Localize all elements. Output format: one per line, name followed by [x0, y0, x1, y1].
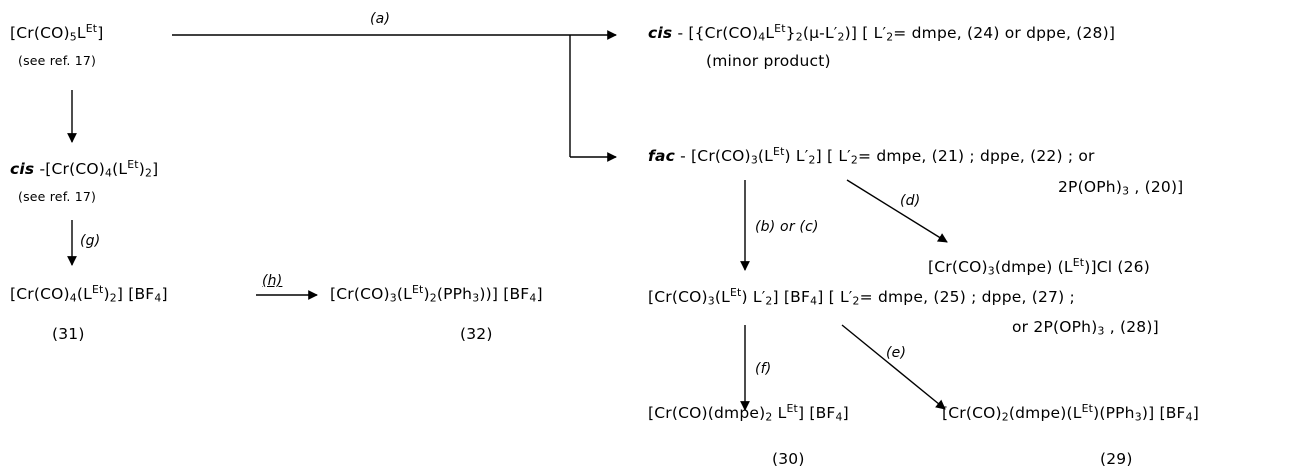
label-h: (h) — [262, 273, 283, 289]
compound-26: [Cr(CO)3(dmpe) (LEt)]Cl (26) — [928, 256, 1150, 278]
compound-25: [Cr(CO)3(LEt) L′2] [BF4] [ L′2= dmpe, (2… — [648, 286, 1075, 308]
compound-cr-co5-let: [Cr(CO)5LEt] — [10, 22, 104, 44]
label-g: (g) — [80, 233, 101, 249]
compound-25-continued: or 2P(OPh)3 , (28)] — [1012, 318, 1159, 338]
arrow-e — [841, 324, 946, 410]
compound-fac: fac - [Cr(CO)3(LEt) L′2] [ L′2= dmpe, (2… — [648, 145, 1095, 167]
compound-cis-bridged-dimer: cis - [{Cr(CO)4LEt}2(μ-L′2)] [ L′2= dmpe… — [648, 22, 1116, 44]
label-a: (a) — [370, 11, 391, 27]
label-b-or-c: (b) or (c) — [755, 219, 819, 235]
compound-cis-cr-co4-let2: cis -[Cr(CO)4(LEt)2] — [10, 158, 159, 180]
compound-number-31: (31) — [52, 325, 85, 343]
compound-number-29: (29) — [1100, 450, 1133, 468]
compound-31: [Cr(CO)4(LEt)2] [BF4] — [10, 283, 168, 305]
compound-29: [Cr(CO)2(dmpe)(LEt)(PPh3)] [BF4] — [942, 402, 1200, 424]
compound-number-32: (32) — [460, 325, 493, 343]
label-e: (e) — [886, 345, 907, 361]
minor-product-note: (minor product) — [706, 52, 831, 70]
label-d: (d) — [900, 193, 921, 209]
arrow-d — [846, 179, 948, 243]
see-ref-note-2: (see ref. 17) — [18, 189, 97, 204]
label-f: (f) — [755, 361, 772, 377]
compound-number-30: (30) — [772, 450, 805, 468]
compound-30: [Cr(CO)(dmpe)2 LEt] [BF4] — [648, 402, 849, 424]
compound-fac-continued: 2P(OPh)3 , (20)] — [1058, 178, 1184, 198]
compound-32: [Cr(CO)3(LEt)2(PPh3))] [BF4] — [330, 283, 543, 305]
see-ref-note-1: (see ref. 17) — [18, 53, 97, 68]
